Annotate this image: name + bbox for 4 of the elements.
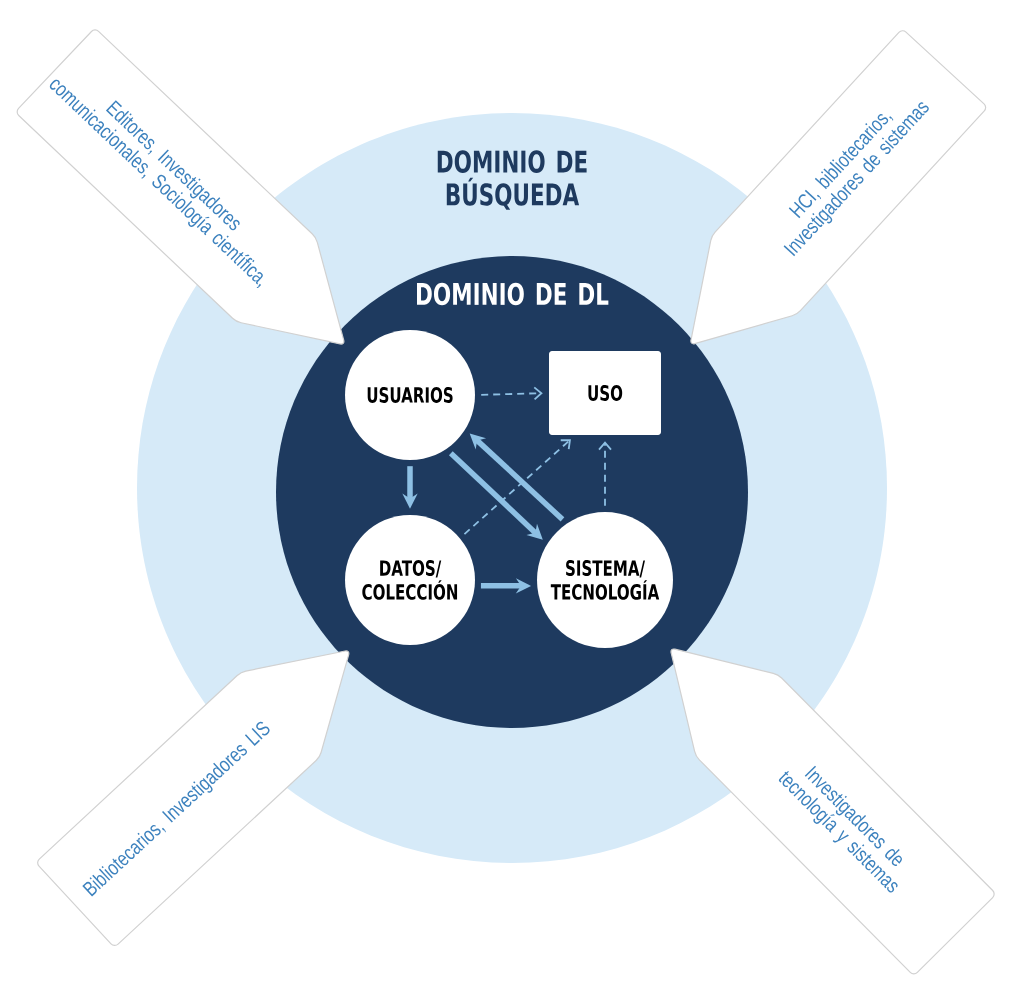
- arrow: [480, 386, 543, 401]
- arrow: [463, 439, 571, 535]
- arrow: [598, 441, 612, 507]
- concept-box: USO: [549, 351, 661, 435]
